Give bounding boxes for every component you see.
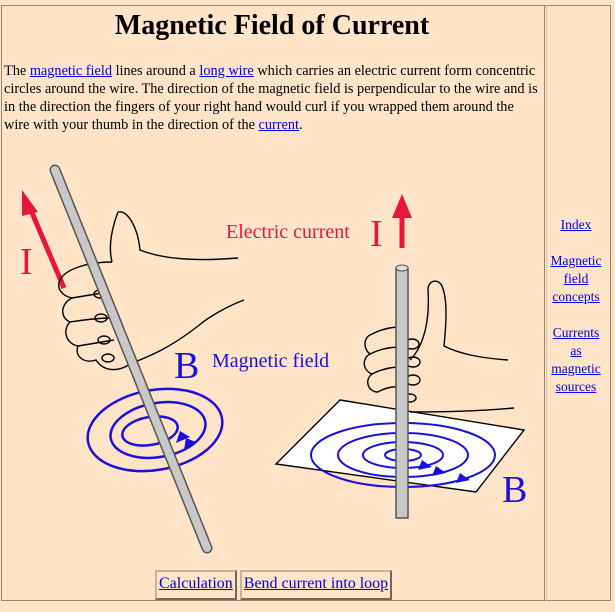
desc-text-2: lines around a xyxy=(112,63,200,79)
left-wire xyxy=(49,164,213,554)
long-wire-link[interactable]: long wire xyxy=(199,63,254,79)
description-paragraph: The magnetic field lines around a long w… xyxy=(4,62,540,134)
page-frame xyxy=(1,5,611,601)
sidebar-link-magnetic-field-concepts[interactable]: Magnetic field concepts xyxy=(550,253,602,304)
column-divider xyxy=(544,5,547,601)
left-diagram: I B Magnetic field xyxy=(20,164,329,554)
calculation-link[interactable]: Calculation xyxy=(155,570,237,600)
left-current-arrow xyxy=(22,190,67,289)
bottom-link-bar: Calculation Bend current into loop xyxy=(155,570,393,600)
right-current-label: I xyxy=(370,213,383,255)
sidebar-link-index[interactable]: Index xyxy=(560,217,592,232)
bend-current-into-loop-link[interactable]: Bend current into loop xyxy=(239,570,393,600)
left-field-B-label: B xyxy=(174,345,199,387)
right-diagram: Electric current I xyxy=(226,194,527,519)
sidebar: Index Magnetic field concepts Currents a… xyxy=(547,216,605,414)
desc-text-4: . xyxy=(299,117,303,133)
desc-text-3: which carries an electric current form c… xyxy=(4,63,538,133)
current-link[interactable]: current xyxy=(258,117,299,133)
desc-text-1: The xyxy=(4,63,30,79)
right-hand xyxy=(363,280,515,413)
left-current-label: I xyxy=(20,241,33,283)
right-wire xyxy=(395,264,409,519)
page-title: Magnetic Field of Current xyxy=(114,10,430,41)
electric-current-label: Electric current xyxy=(226,221,350,243)
sidebar-link-currents-as-magnetic-sources[interactable]: Currents as magnetic sources xyxy=(551,325,601,394)
right-current-arrow xyxy=(392,194,412,248)
right-hand-rule-figure: I B Magnetic field xyxy=(20,164,527,554)
magnetic-field-label: Magnetic field xyxy=(212,350,329,372)
magnetic-field-link[interactable]: magnetic field xyxy=(29,63,112,79)
right-field-B-label: B xyxy=(502,469,527,511)
